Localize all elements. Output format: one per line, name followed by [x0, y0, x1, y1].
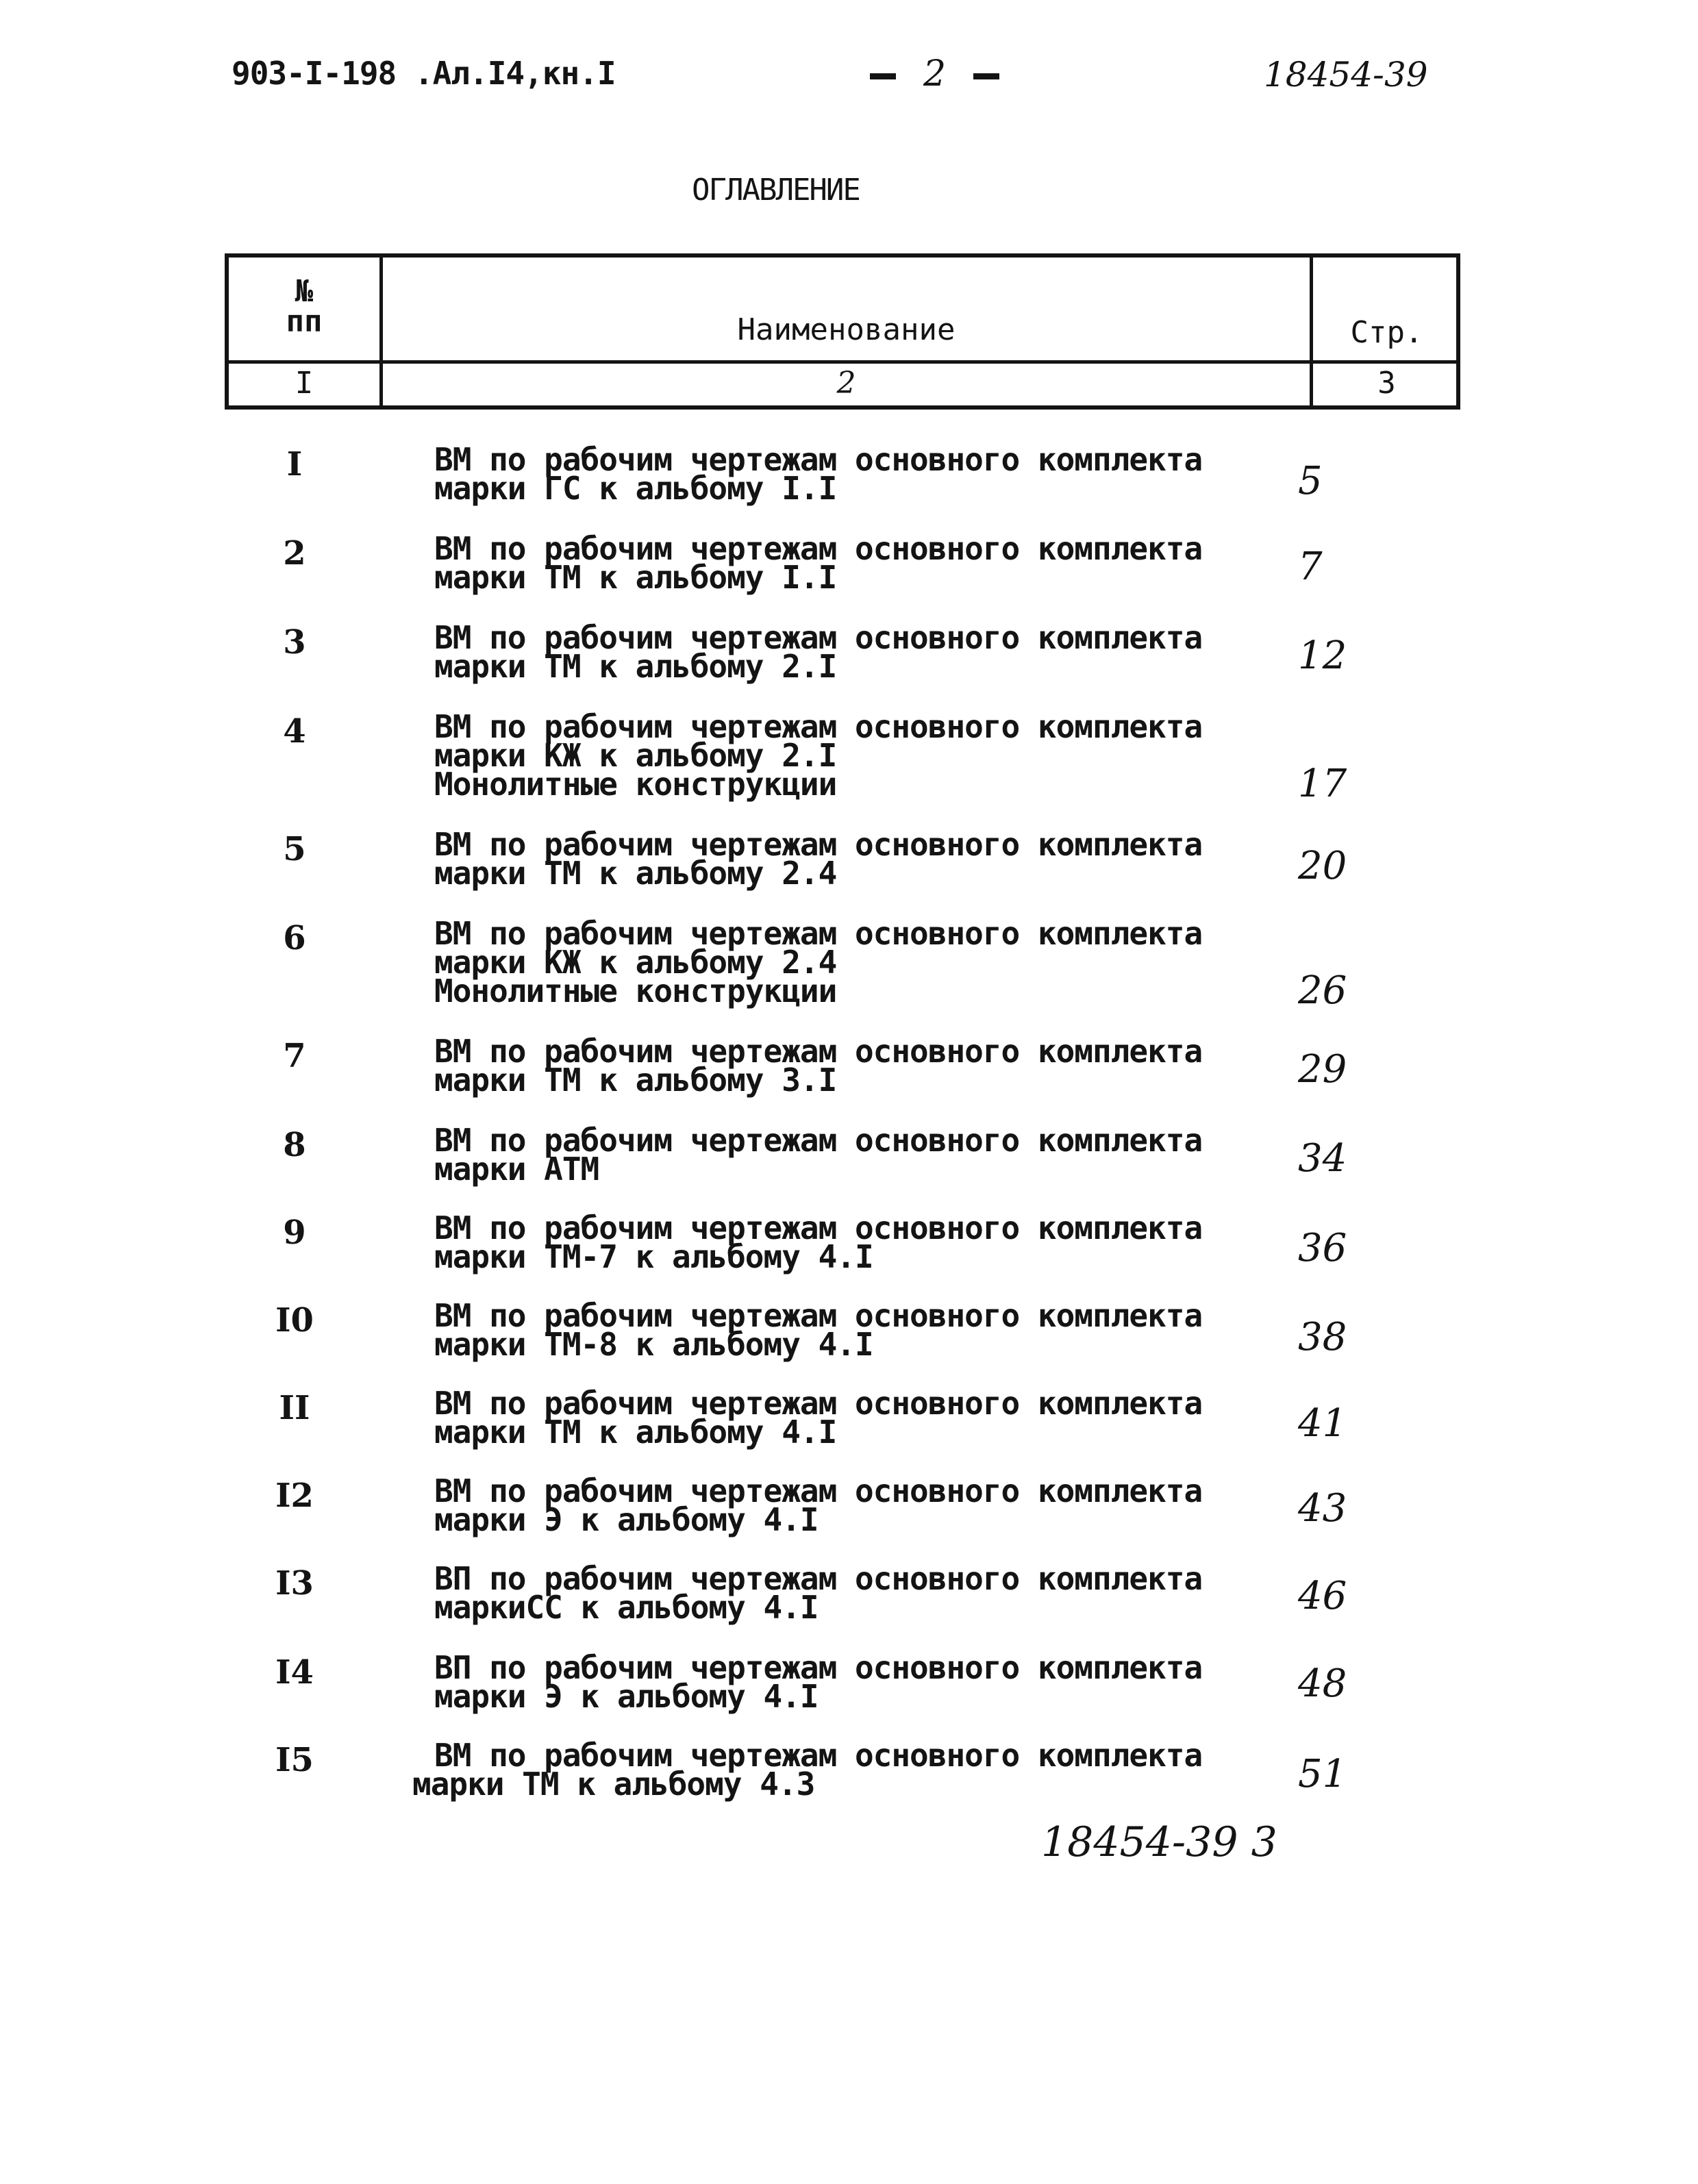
item-number: I4: [275, 1653, 314, 1692]
item-title: ВМ по рабочим чертежам основного комплек…: [434, 708, 1325, 803]
item-title-line: ВМ по рабочим чертежам основного комплек…: [434, 826, 1203, 863]
item-title: ВМ по рабочим чертежам основного комплек…: [434, 619, 1325, 685]
header-divider: [229, 360, 1456, 364]
col-number-index: I: [295, 366, 314, 401]
item-title-line: ВМ по рабочим чертежам основного комплек…: [434, 1033, 1203, 1070]
item-page: 20: [1298, 844, 1347, 888]
item-page: 29: [1298, 1047, 1347, 1092]
item-title-line: ВМ по рабочим чертежам основного комплек…: [434, 915, 1203, 952]
dash-left: [870, 73, 896, 79]
item-number: 5: [283, 830, 306, 868]
dash-right: [973, 73, 1000, 79]
page-number: 2: [923, 53, 947, 95]
item-title-line: марки ТМ к альбому 4.I: [434, 1414, 837, 1451]
page-title: ОГЛАВЛЕНИЕ: [692, 173, 861, 208]
item-title-line: марки КЖ к альбому 2.I: [434, 737, 837, 774]
item-title-line: Монолитные конструкции: [434, 766, 837, 803]
col-number-header-bottom: пп: [286, 304, 323, 339]
item-page: 5: [1298, 459, 1323, 503]
item-title: ВМ по рабочим чертежам основного комплек…: [434, 1297, 1325, 1363]
item-page: 48: [1298, 1661, 1347, 1706]
item-title-line: марки ГС к альбому I.I: [434, 470, 837, 507]
item-title-line: марки Э к альбому 4.I: [434, 1678, 819, 1715]
item-title: ВМ по рабочим чертежам основного комплек…: [434, 1209, 1325, 1275]
item-page: 36: [1298, 1226, 1347, 1270]
item-title: ВП по рабочим чертежам основного комплек…: [434, 1560, 1325, 1626]
column-divider-1: [379, 258, 383, 405]
item-number: I5: [275, 1741, 314, 1779]
item-page: 46: [1298, 1574, 1347, 1618]
item-title: ВМ по рабочим чертежам основного комплек…: [412, 1737, 1303, 1803]
item-title-line: ВМ по рабочим чертежам основного комплек…: [434, 1385, 1203, 1422]
item-title-line: марки КЖ к альбому 2.4: [434, 944, 837, 981]
item-page: 43: [1298, 1486, 1347, 1531]
item-page: 51: [1298, 1752, 1347, 1796]
item-title-line: ВМ по рабочим чертежам основного комплек…: [434, 530, 1203, 567]
col-name-header: Наименование: [737, 312, 956, 347]
item-title: ВМ по рабочим чертежам основного комплек…: [434, 1122, 1325, 1188]
item-title-line: марки ТМ-8 к альбому 4.I: [434, 1326, 874, 1363]
item-number: 4: [283, 712, 306, 751]
col-page-header: Стр.: [1350, 315, 1423, 350]
item-title: ВМ по рабочим чертежам основного комплек…: [434, 826, 1325, 892]
item-title-line: ВМ по рабочим чертежам основного комплек…: [434, 1209, 1203, 1246]
item-title: ВМ по рабочим чертежам основного комплек…: [434, 915, 1325, 1009]
item-page: 7: [1298, 544, 1323, 589]
item-title-line: Монолитные конструкции: [434, 972, 837, 1009]
item-title-line: марки Э к альбому 4.I: [434, 1501, 819, 1538]
item-title: ВМ по рабочим чертежам основного комплек…: [434, 1472, 1325, 1538]
item-title-line: ВМ по рабочим чертежам основного комплек…: [434, 1472, 1203, 1509]
item-title-line: ВМ по рабочим чертежам основного комплек…: [434, 619, 1203, 656]
item-number: 2: [283, 534, 306, 573]
handwritten-inventory-note: 18454-39 3: [1041, 1818, 1277, 1866]
item-title: ВМ по рабочим чертежам основного комплек…: [434, 1385, 1325, 1451]
item-page: 26: [1298, 968, 1347, 1013]
item-title: ВМ по рабочим чертежам основного комплек…: [434, 1033, 1325, 1099]
inventory-number: 18454-39: [1264, 55, 1428, 95]
page-number-block: 2: [842, 53, 1027, 95]
item-number: I: [286, 445, 303, 484]
item-title-line: марки АТМ: [434, 1151, 599, 1188]
item-title-line: ВМ по рабочим чертежам основного комплек…: [434, 441, 1203, 478]
item-title-line: марки ТМ к альбому I.I: [434, 559, 837, 596]
col-number-header-top: №: [295, 274, 314, 309]
item-page: 41: [1298, 1401, 1347, 1446]
item-number: 9: [283, 1214, 306, 1252]
column-divider-2: [1310, 258, 1313, 405]
item-title-line: ВП по рабочим чертежам основного комплек…: [434, 1649, 1203, 1686]
item-page: 12: [1298, 633, 1347, 678]
item-number: 3: [283, 623, 306, 662]
item-number: I3: [275, 1564, 314, 1603]
col-page-index: 3: [1377, 366, 1396, 401]
item-title-line: ВМ по рабочим чертежам основного комплек…: [434, 708, 1203, 745]
item-title-line: ВМ по рабочим чертежам основного комплек…: [434, 1737, 1203, 1774]
item-title-line: марки ТМ к альбому 3.I: [434, 1062, 837, 1099]
item-number: II: [279, 1389, 310, 1427]
item-number: I2: [275, 1477, 314, 1515]
item-number: I0: [275, 1301, 314, 1340]
col-number-header: № пп: [229, 277, 379, 337]
document-code: 903-I-198 .Ал.I4,кн.I: [232, 55, 616, 92]
item-title-line: маркиСС к альбому 4.I: [434, 1589, 819, 1626]
item-title-line: ВМ по рабочим чертежам основного комплек…: [434, 1297, 1203, 1334]
item-title-line: марки ТМ к альбому 4.3: [412, 1766, 815, 1803]
item-number: 7: [283, 1037, 306, 1075]
table-header: № пп Наименование Стр. I 2 3: [225, 253, 1460, 410]
item-page: 17: [1298, 762, 1347, 806]
item-title-line: марки ТМ к альбому 2.I: [434, 648, 837, 685]
item-number: 8: [283, 1126, 306, 1164]
item-page: 34: [1298, 1136, 1347, 1181]
item-title: ВМ по рабочим чертежам основного комплек…: [434, 441, 1325, 507]
item-number: 6: [283, 919, 306, 957]
item-title-line: ВМ по рабочим чертежам основного комплек…: [434, 1122, 1203, 1159]
item-title: ВП по рабочим чертежам основного комплек…: [434, 1649, 1325, 1715]
item-title-line: ВП по рабочим чертежам основного комплек…: [434, 1560, 1203, 1597]
item-title: ВМ по рабочим чертежам основного комплек…: [434, 530, 1325, 596]
col-name-index: 2: [836, 366, 856, 401]
item-page: 38: [1298, 1315, 1347, 1359]
item-title-line: марки ТМ к альбому 2.4: [434, 855, 837, 892]
item-title-line: марки ТМ-7 к альбому 4.I: [434, 1238, 874, 1275]
